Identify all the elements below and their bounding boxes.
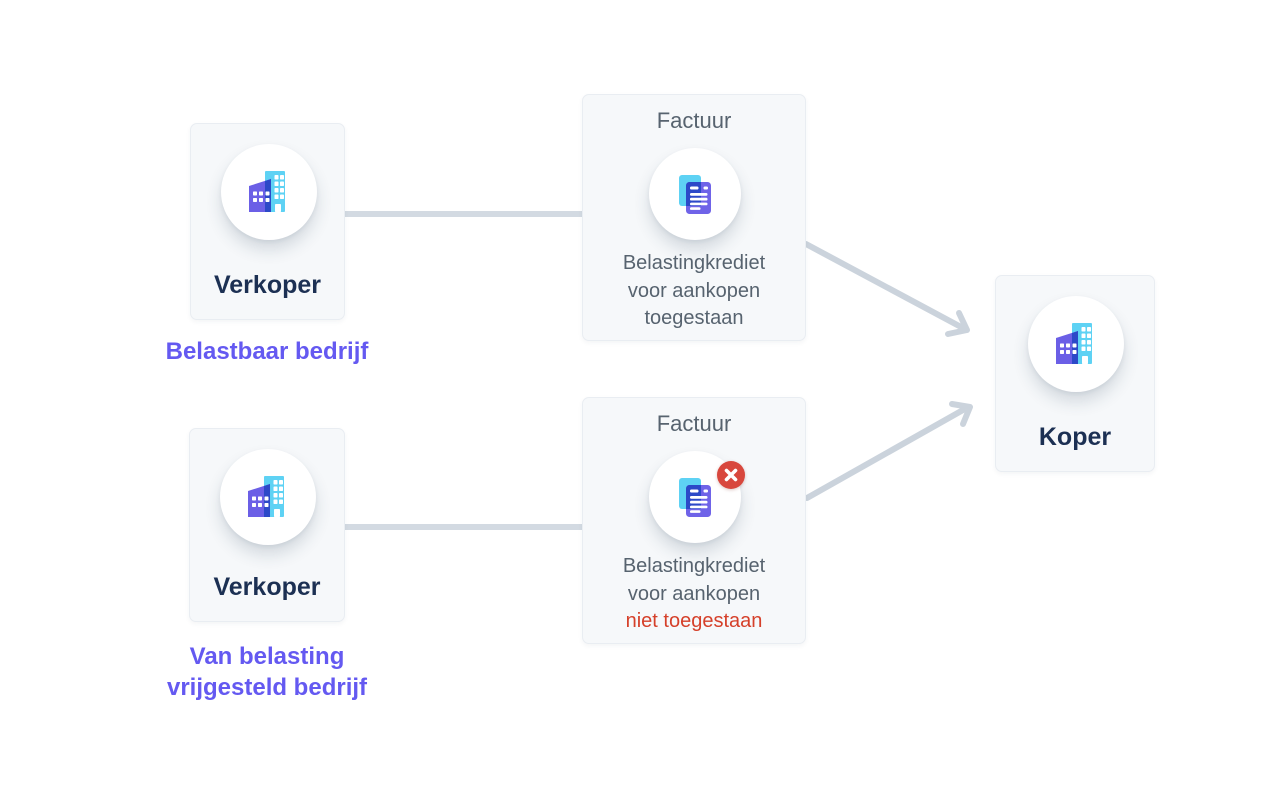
arrow-invoice2-buyer (804, 401, 973, 501)
seller-taxable-card: Verkoper (190, 123, 345, 320)
building-icon (220, 449, 316, 545)
invoice-document-icon-art (679, 478, 711, 517)
invoice-not-allowed-line1: Belastingkrediet (622, 555, 766, 577)
invoice-allowed-title: Factuur (656, 108, 732, 133)
invoice-allowed-text: Belastingkrediet voor aankopen toegestaa… (583, 250, 805, 333)
error-cross-badge-icon (717, 461, 745, 489)
seller-exempt-caption: Van belasting vrijgesteld bedrijf (166, 643, 368, 701)
building-icon-art (248, 476, 284, 517)
invoice-document-icon (649, 148, 741, 240)
invoice-not-allowed-line3: niet toegestaan (625, 610, 763, 632)
buyer-label: Koper (1038, 423, 1112, 451)
building-icon (221, 144, 317, 240)
seller-taxable-caption: Belastbaar bedrijf (165, 338, 369, 365)
seller-taxable-label: Verkoper (213, 271, 321, 299)
seller-exempt-label: Verkoper (213, 573, 321, 601)
invoice-allowed-line2: voor aankopen (627, 279, 761, 302)
invoice-document-icon-art (679, 175, 711, 214)
buyer-card: Koper (995, 275, 1155, 472)
building-icon-art (1056, 323, 1092, 364)
seller-exempt-card: Verkoper (189, 428, 345, 622)
horizontal-connectors (345, 211, 584, 530)
invoice-allowed-line1: Belastingkrediet (622, 252, 766, 274)
invoice-allowed-card: Factuur Belastingkrediet voor aankopen t… (582, 94, 806, 341)
invoice-not-allowed-card: Factuur Belastingkred (582, 397, 806, 644)
invoice-not-allowed-line2: voor aankopen (627, 582, 761, 605)
cross-icon (724, 468, 738, 482)
building-icon-art (249, 171, 285, 212)
arrow-invoice1-buyer (803, 241, 970, 337)
invoice-allowed-line3: toegestaan (644, 307, 744, 329)
building-icon (1028, 296, 1124, 392)
invoice-not-allowed-text: Belastingkrediet voor aankopen niet toeg… (583, 553, 805, 636)
invoice-not-allowed-title: Factuur (656, 411, 732, 436)
